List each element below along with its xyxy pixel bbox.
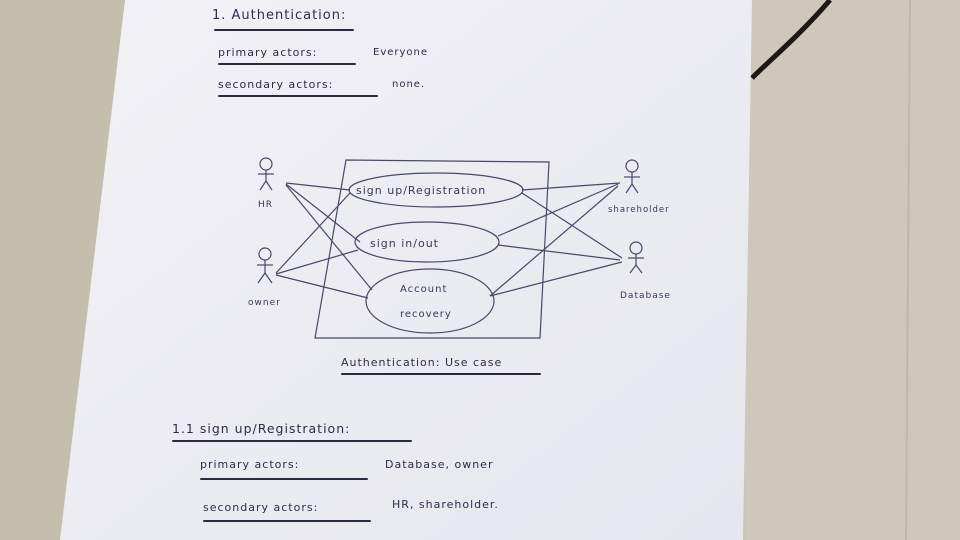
subsection-underline xyxy=(172,440,412,442)
actor-owner-icon xyxy=(257,247,273,284)
caption-underline xyxy=(341,373,541,375)
subsection-heading: 1.1 sign up/Registration: xyxy=(172,421,351,436)
use-case-label-account: Account xyxy=(400,284,447,295)
use-case-signup xyxy=(348,172,524,208)
secondary-actors-label: secondary actors: xyxy=(218,78,334,91)
use-case-label-recovery: recovery xyxy=(400,309,452,320)
heading-underline xyxy=(214,29,354,31)
actor-label-owner: owner xyxy=(248,298,281,308)
system-boundary xyxy=(314,159,550,339)
actor-database-icon xyxy=(628,241,644,274)
actor-label-hr: HR xyxy=(258,200,273,210)
sub-primary-underline xyxy=(200,478,368,480)
actor-label-shareholder: shareholder xyxy=(608,205,670,215)
cable xyxy=(750,0,832,80)
primary-actors-label: primary actors: xyxy=(218,46,318,59)
sub-secondary-underline xyxy=(203,520,371,522)
section-heading: 1. Authentication: xyxy=(212,8,347,23)
secondary-underline xyxy=(218,95,378,97)
actor-label-database: Database xyxy=(620,291,671,301)
primary-underline xyxy=(218,63,356,65)
use-case-label-signin: sign in/out xyxy=(370,237,439,250)
use-case-signin xyxy=(354,221,500,263)
primary-actors-value: Everyone xyxy=(373,47,429,58)
secondary-actors-value: none. xyxy=(392,79,426,90)
use-case-recovery xyxy=(365,268,495,334)
diagram-caption: Authentication: Use case xyxy=(341,356,503,369)
sub-primary-label: primary actors: xyxy=(200,458,300,471)
sub-secondary-label: secondary actors: xyxy=(203,501,319,514)
use-case-label-signup: sign up/Registration xyxy=(356,184,486,197)
sub-secondary-value: HR, shareholder. xyxy=(392,498,499,511)
actor-hr-icon xyxy=(258,157,274,191)
sub-primary-value: Database, owner xyxy=(385,458,494,471)
actor-shareholder-icon xyxy=(624,159,640,194)
